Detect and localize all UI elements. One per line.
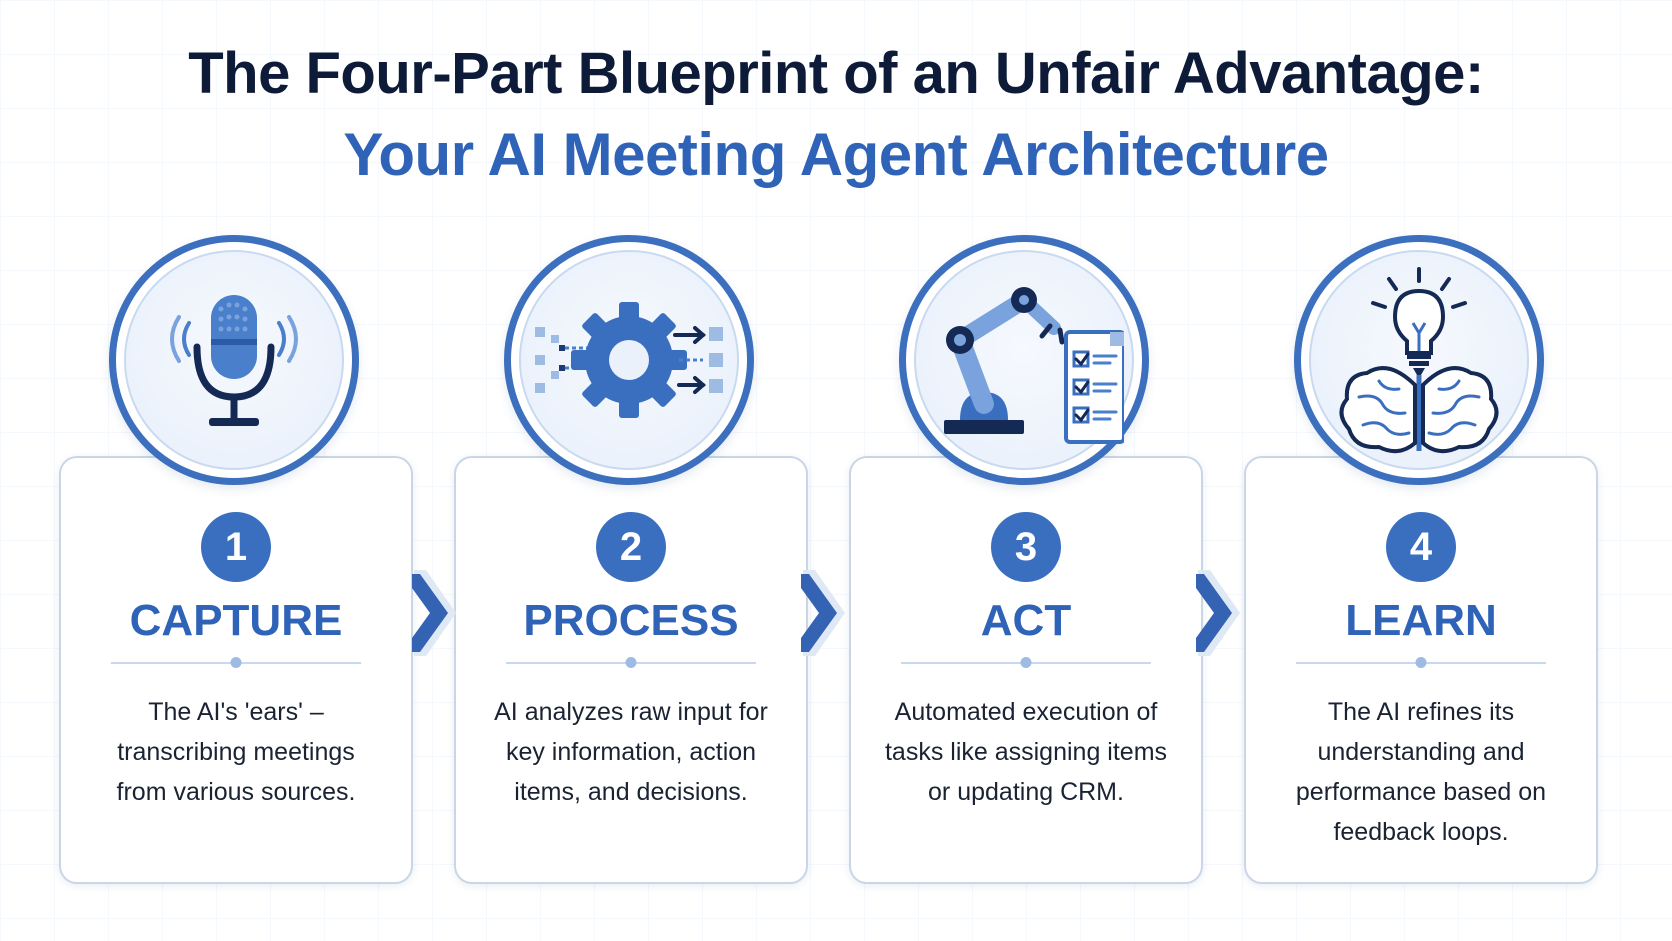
page-title: The Four-Part Blueprint of an Unfair Adv… (188, 41, 1484, 106)
chevron-right-icon (412, 570, 456, 656)
step-title: CAPTURE (129, 596, 343, 645)
step-number-badge: 4 (1386, 512, 1456, 582)
gear-icon (535, 302, 723, 418)
microphone-icon (170, 295, 298, 426)
step-number-badge: 1 (201, 512, 271, 582)
learn-icon-circle (1294, 235, 1544, 485)
robot-arm-checklist-icon (944, 287, 1124, 444)
divider-dot (1020, 657, 1032, 668)
step-card-act: 3 ACT Automated execution of tasks like … (849, 456, 1203, 884)
divider-dot (625, 657, 637, 668)
step-description: The AI refines its understanding and per… (1295, 698, 1547, 846)
capture-icon-circle (109, 235, 359, 485)
step-title: PROCESS (523, 596, 739, 645)
step-number-badge: 2 (596, 512, 666, 582)
divider-dot (230, 657, 242, 668)
step-number-badge: 3 (991, 512, 1061, 582)
chevron-right-icon (1196, 570, 1240, 656)
step-title: ACT (980, 596, 1072, 645)
divider-dot (1415, 657, 1427, 668)
act-icon-circle (899, 235, 1149, 485)
step-description: The AI's 'ears' – transcribing meetings … (116, 698, 356, 806)
step-description: Automated execution of tasks like assign… (884, 698, 1168, 806)
step-title: LEARN (1345, 596, 1497, 645)
step-card-capture: 1 CAPTURE The AI's 'ears' – transcribing… (59, 456, 413, 884)
step-description: AI analyzes raw input for key informatio… (494, 698, 768, 806)
step-card-learn: 4 LEARN The AI refines its understanding… (1244, 456, 1598, 884)
chevron-right-icon (801, 570, 845, 656)
brain-lightbulb-icon (1339, 267, 1499, 454)
step-card-process: 2 PROCESS AI analyzes raw input for key … (454, 456, 808, 884)
process-icon-circle (504, 235, 754, 485)
page-subtitle: Your AI Meeting Agent Architecture (343, 121, 1329, 188)
